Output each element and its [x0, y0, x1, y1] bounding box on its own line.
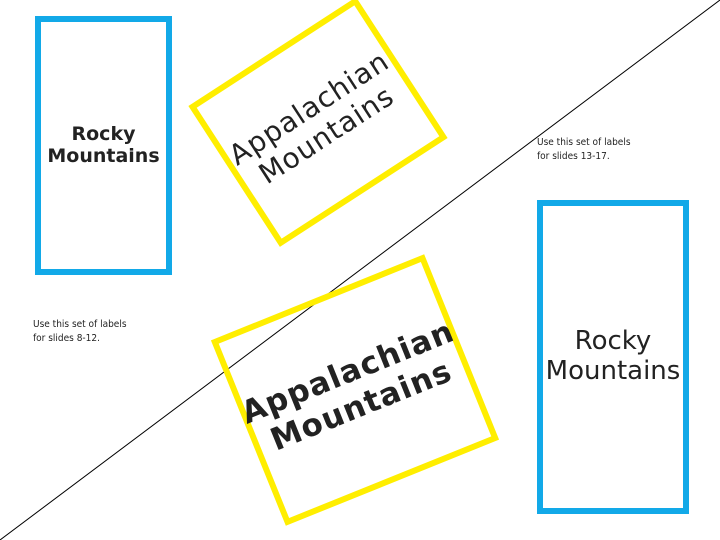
appalachian-mountains-label-bottom: Appalachian Mountains [236, 313, 460, 459]
rocky-mountains-label-card-bottom: Rocky Mountains [537, 200, 689, 514]
rocky-mountains-label-bottom: Rocky Mountains [545, 326, 681, 386]
rocky-mountains-label-top: Rocky Mountains [47, 122, 160, 167]
appalachian-mountains-label-top: Appalachian Mountains [222, 44, 401, 191]
instruction-note-slides-8-12: Use this set of labels for slides 8-12. [33, 319, 127, 344]
rocky-mountains-label-card-top: Rocky Mountains [35, 16, 172, 275]
instruction-note-slides-13-17: Use this set of labels for slides 13-17. [537, 137, 631, 162]
